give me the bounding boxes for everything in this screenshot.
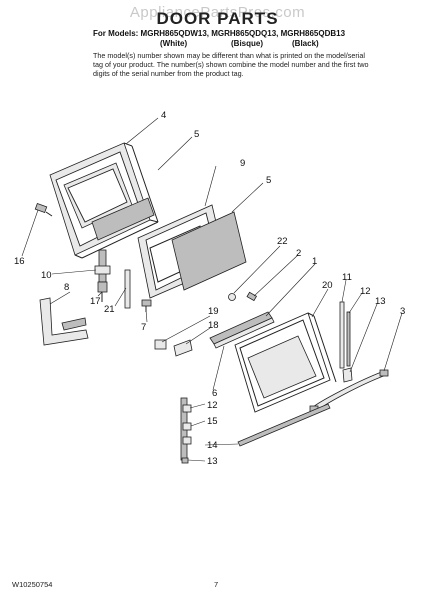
callout-21: 21: [104, 304, 115, 315]
callout-22: 22: [277, 236, 288, 247]
bracket-8: [39, 297, 89, 346]
screw-7: [141, 299, 152, 312]
callout-16: 16: [14, 256, 25, 267]
model-note: The model(s) number shown may be differe…: [93, 51, 369, 78]
callout-15: 15: [207, 416, 218, 427]
hinge-assembly: [94, 249, 111, 302]
clip-19: [154, 339, 167, 350]
callout-3: 3: [400, 306, 405, 317]
callout-5: 5: [194, 129, 199, 140]
callout-7: 7: [141, 322, 146, 333]
vent-stack-left: [180, 397, 192, 461]
clip-18: [173, 339, 193, 357]
watermark: AppliancePartsPros.com: [129, 4, 306, 21]
page-number: 7: [214, 580, 219, 589]
door-glass-outer: [91, 197, 155, 241]
vent-trim: [209, 311, 275, 349]
page-title: DOOR PARTS: [156, 9, 279, 28]
callout-4: 4: [161, 110, 166, 121]
callout-13-lower: 13: [207, 456, 218, 467]
color-bisque: (Bisque): [231, 39, 263, 48]
callout-20: 20: [322, 280, 333, 291]
clip-22: [228, 293, 236, 301]
callout-5-second: 5: [266, 175, 271, 186]
door-gasket: [339, 301, 345, 369]
callout-14: 14: [207, 440, 218, 451]
callout-2: 2: [296, 248, 301, 259]
callout-9: 9: [240, 158, 245, 169]
bottom-trim: [237, 403, 331, 447]
callout-19: 19: [208, 306, 219, 317]
callout-6: 6: [212, 388, 217, 399]
side-strip-12: [346, 311, 351, 367]
screw-2: [246, 291, 258, 302]
callout-10: 10: [41, 270, 52, 281]
document-number: W10250754: [12, 580, 53, 589]
callout-18: 18: [208, 320, 219, 331]
screw-13-lower: [181, 457, 189, 464]
callout-11: 11: [342, 272, 352, 283]
hinge-strip: [124, 269, 131, 309]
callouts: 4 5 9 5 16 10 8 17 21 7 22 2 1 11 20 12 …: [14, 110, 405, 467]
door-glass-inner: [171, 211, 247, 291]
leader-lines: [21, 117, 403, 462]
color-white: (White): [160, 39, 188, 48]
callout-1: 1: [312, 256, 317, 267]
side-trim-13: [342, 367, 353, 383]
screw-16: [34, 202, 53, 217]
callout-12: 12: [360, 286, 371, 297]
color-black: (Black): [292, 39, 319, 48]
callout-13: 13: [375, 296, 386, 307]
inner-door-liner: [234, 312, 337, 413]
callout-8: 8: [64, 282, 69, 293]
callout-17: 17: [90, 296, 101, 307]
callout-12-lower: 12: [207, 400, 218, 411]
model-list: For Models: MGRH865QDW13, MGRH865QDQ13, …: [93, 29, 346, 38]
